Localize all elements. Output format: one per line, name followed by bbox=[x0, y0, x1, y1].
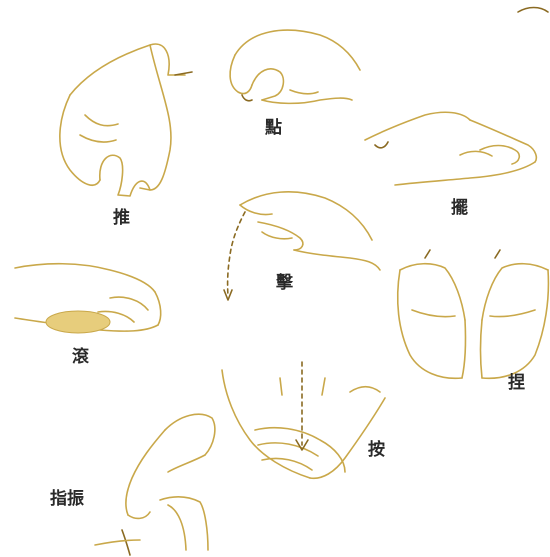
label-roll: 滾 bbox=[72, 349, 89, 366]
roll-hand-illustration bbox=[15, 264, 161, 333]
press-hands-illustration bbox=[222, 362, 385, 478]
pinch-hands-illustration bbox=[398, 250, 549, 378]
label-press: 按 bbox=[368, 442, 385, 459]
label-push: 推 bbox=[113, 210, 130, 227]
finger-vibration-hand-illustration bbox=[95, 414, 215, 555]
point-hand-illustration bbox=[230, 30, 360, 103]
label-strike: 擊 bbox=[276, 275, 293, 292]
swing-hand-illustration bbox=[365, 112, 536, 185]
strike-hand-illustration bbox=[224, 192, 380, 300]
label-point: 點 bbox=[265, 120, 282, 137]
label-finger-vibration: 指振 bbox=[50, 491, 84, 508]
label-swing: 擺 bbox=[451, 200, 468, 217]
label-pinch: 捏 bbox=[508, 375, 525, 392]
push-hand-illustration bbox=[60, 44, 192, 196]
corner-arc bbox=[518, 8, 548, 13]
